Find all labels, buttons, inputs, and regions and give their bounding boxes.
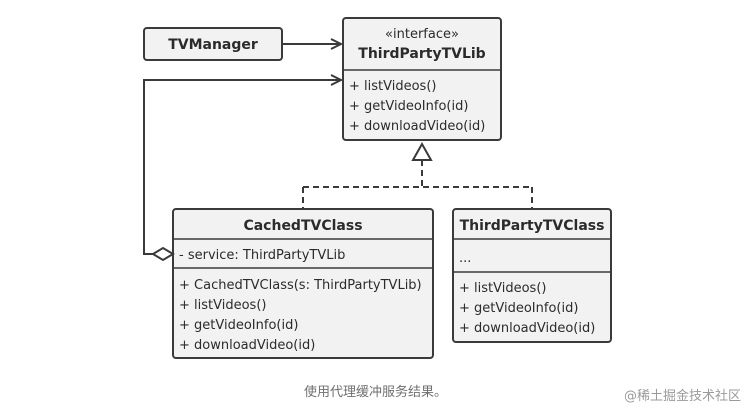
class-interface-thirdpartytvlib: «interface» ThirdPartyTVLib + listVideos…	[342, 17, 502, 141]
cached-class-name: CachedTVClass	[243, 218, 362, 234]
class-tvmanager: TVManager	[143, 27, 283, 61]
class-cachedtvclass: CachedTVClass - service: ThirdPartyTVLib…	[172, 208, 434, 359]
cached-field: - service: ThirdPartyTVLib	[179, 248, 345, 263]
class-thirdpartytvclass: ThirdPartyTVClass ... + listVideos() + g…	[452, 208, 612, 343]
thirdparty-method: + listVideos()	[459, 281, 546, 296]
thirdparty-method: + downloadVideo(id)	[459, 321, 595, 336]
interface-name: ThirdPartyTVLib	[358, 46, 485, 62]
realization-triangle	[411, 141, 433, 161]
thirdparty-class-name: ThirdPartyTVClass	[460, 218, 605, 234]
realization-connector	[302, 141, 533, 209]
interface-stereotype: «interface»	[385, 27, 459, 42]
interface-method: + downloadVideo(id)	[349, 119, 485, 134]
thirdparty-field: ...	[459, 251, 471, 266]
interface-method: + getVideoInfo(id)	[349, 99, 468, 114]
class-tvmanager-name: TVManager	[168, 37, 258, 53]
aggregation-connector	[143, 80, 341, 262]
cached-method: + CachedTVClass(s: ThirdPartyTVLib)	[179, 278, 422, 293]
interface-method: + listVideos()	[349, 79, 436, 94]
cached-method: + listVideos()	[179, 298, 266, 313]
aggregation-line	[143, 80, 341, 255]
watermark: @稀土掘金技术社区	[623, 389, 741, 404]
figure-caption: 使用代理缓冲服务结果。	[303, 385, 447, 400]
aggregation-diamond	[151, 246, 175, 262]
cached-method: + getVideoInfo(id)	[179, 318, 298, 333]
thirdparty-method: + getVideoInfo(id)	[459, 301, 578, 316]
cached-method: + downloadVideo(id)	[179, 338, 315, 353]
